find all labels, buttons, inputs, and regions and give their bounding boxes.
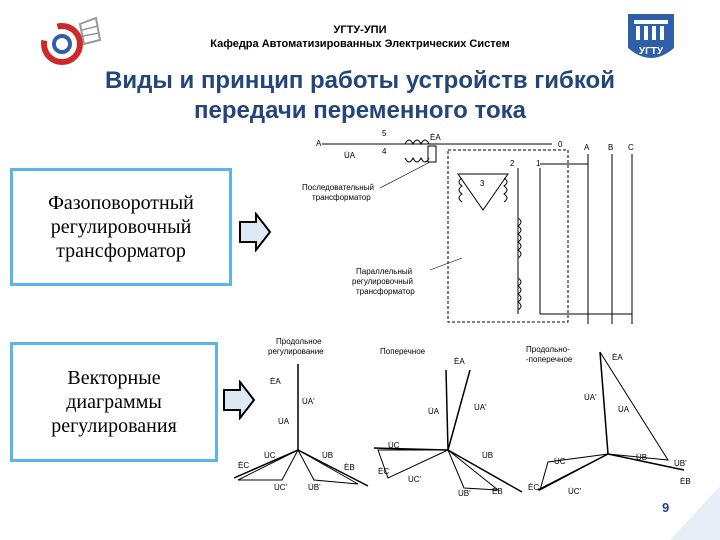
university-name: УГТУ-УПИ (333, 24, 387, 36)
vector-d1-ucprime: U̇C' (274, 483, 288, 492)
vector-d3-ea: ĖA (612, 353, 623, 362)
vector-d3-ub: U̇B (636, 453, 647, 462)
vector-d2-eb: ĖB (492, 487, 503, 496)
box2-line2: диаграммы (66, 391, 162, 413)
page-corner-decoration (670, 486, 720, 540)
vector-d3-ec: ĖC (528, 483, 539, 492)
vector-d2-title: Поперечное (380, 347, 426, 356)
circuit-label-a-left: A (316, 139, 322, 148)
vector-d1-title-2: регулирование (268, 347, 324, 356)
department-name: Кафедра Автоматизированных Электрических… (210, 38, 510, 50)
vector-d1-ubprime: U̇B' (308, 483, 321, 492)
box1-line1: Фазоповоротный (48, 192, 194, 214)
slide-title-line2: передачи переменного тока (194, 97, 526, 124)
circuit-label-zero: 0 (558, 140, 563, 149)
vector-d3-ua: U̇A (618, 405, 630, 414)
vector-d1-eb: ĖB (344, 463, 355, 472)
circuit-diagram: A 0 5 4 ĖA U̇A A B C 2 1 3 Последовател… (302, 129, 634, 324)
phase-shift-transformer-box: Фазоповоротный регулировочный трансформа… (10, 168, 232, 286)
vector-d3-eb: ĖB (680, 477, 691, 486)
vector-d2-ub: U̇B (482, 451, 493, 460)
vector-d2-uaprime: U̇A' (474, 403, 487, 412)
box1-line3: трансформатор (56, 240, 186, 262)
vector-d1-ub: U̇B (322, 451, 333, 460)
vector-diagrams-box: Векторные диаграммы регулирования (10, 342, 218, 462)
vector-d2-ea: ĖA (454, 357, 465, 366)
vector-d2-ucprime: U̇C' (408, 475, 422, 484)
circuit-label-4: 4 (382, 147, 387, 156)
box1-line2: регулировочный (50, 216, 192, 238)
circuit-label-1: 1 (536, 159, 541, 168)
university-logo-right: УГТУ (628, 14, 674, 58)
vector-d2-ubprime: U̇B' (458, 489, 471, 498)
vector-d3-title-2: -поперечное (526, 355, 573, 364)
box2-line3: регулирования (51, 415, 177, 437)
vector-d1-ua: U̇A (278, 417, 290, 426)
circuit-label-2: 2 (510, 159, 515, 168)
vector-d1-ea: ĖA (270, 377, 281, 386)
vector-d2-ec: ĖC (378, 467, 389, 476)
vector-diagrams: Продольное регулирование ĖA U̇A U̇A' U̇… (233, 337, 691, 498)
circuit-label-phase-a: A (584, 143, 590, 152)
vector-d1-uaprime: U̇A' (302, 397, 315, 406)
slide-title: Виды и принцип работы устройств гибкой п… (40, 66, 680, 126)
vector-d3-ucprime: U̇C' (568, 487, 582, 496)
circuit-label-3: 3 (480, 179, 485, 188)
arrow-right-icon (239, 212, 272, 252)
slide-title-line1: Виды и принцип работы устройств гибкой (105, 67, 615, 94)
vector-d2-ua: U̇A (428, 407, 440, 416)
box2-line1: Векторные (67, 367, 161, 389)
vector-d3-ubprime: U̇B' (674, 459, 687, 468)
page-number: 9 (662, 500, 670, 515)
circuit-label-phase-b: B (608, 143, 613, 152)
circuit-label-ea: ĖA (430, 133, 441, 142)
parallel-transformer-label-2: регулировочный (352, 277, 413, 286)
vector-d3-uaprime: U̇A' (584, 393, 597, 402)
arrow-right-icon (223, 380, 256, 420)
vector-d1-title-1: Продольное (276, 337, 322, 346)
vector-d1-uc: U̇C (264, 451, 276, 460)
circuit-label-ua: U̇A (344, 151, 356, 160)
university-logo-left (41, 16, 102, 65)
parallel-transformer-label-3: трансформатор (356, 287, 415, 296)
vector-d3-title-1: Продольно- (526, 345, 570, 354)
series-transformer-label-2: трансформатор (312, 193, 371, 202)
vector-d2-uc: U̇C (388, 441, 400, 450)
vector-d3-uc: U̇C (554, 457, 566, 466)
parallel-transformer-label-1: Параллельный (356, 267, 412, 276)
circuit-label-phase-c: C (628, 143, 634, 152)
vector-d1-ec: ĖC (238, 461, 249, 470)
series-transformer-label-1: Последовательный (302, 183, 374, 192)
svg-text:УГТУ: УГТУ (639, 46, 664, 57)
circuit-label-5: 5 (382, 129, 387, 138)
